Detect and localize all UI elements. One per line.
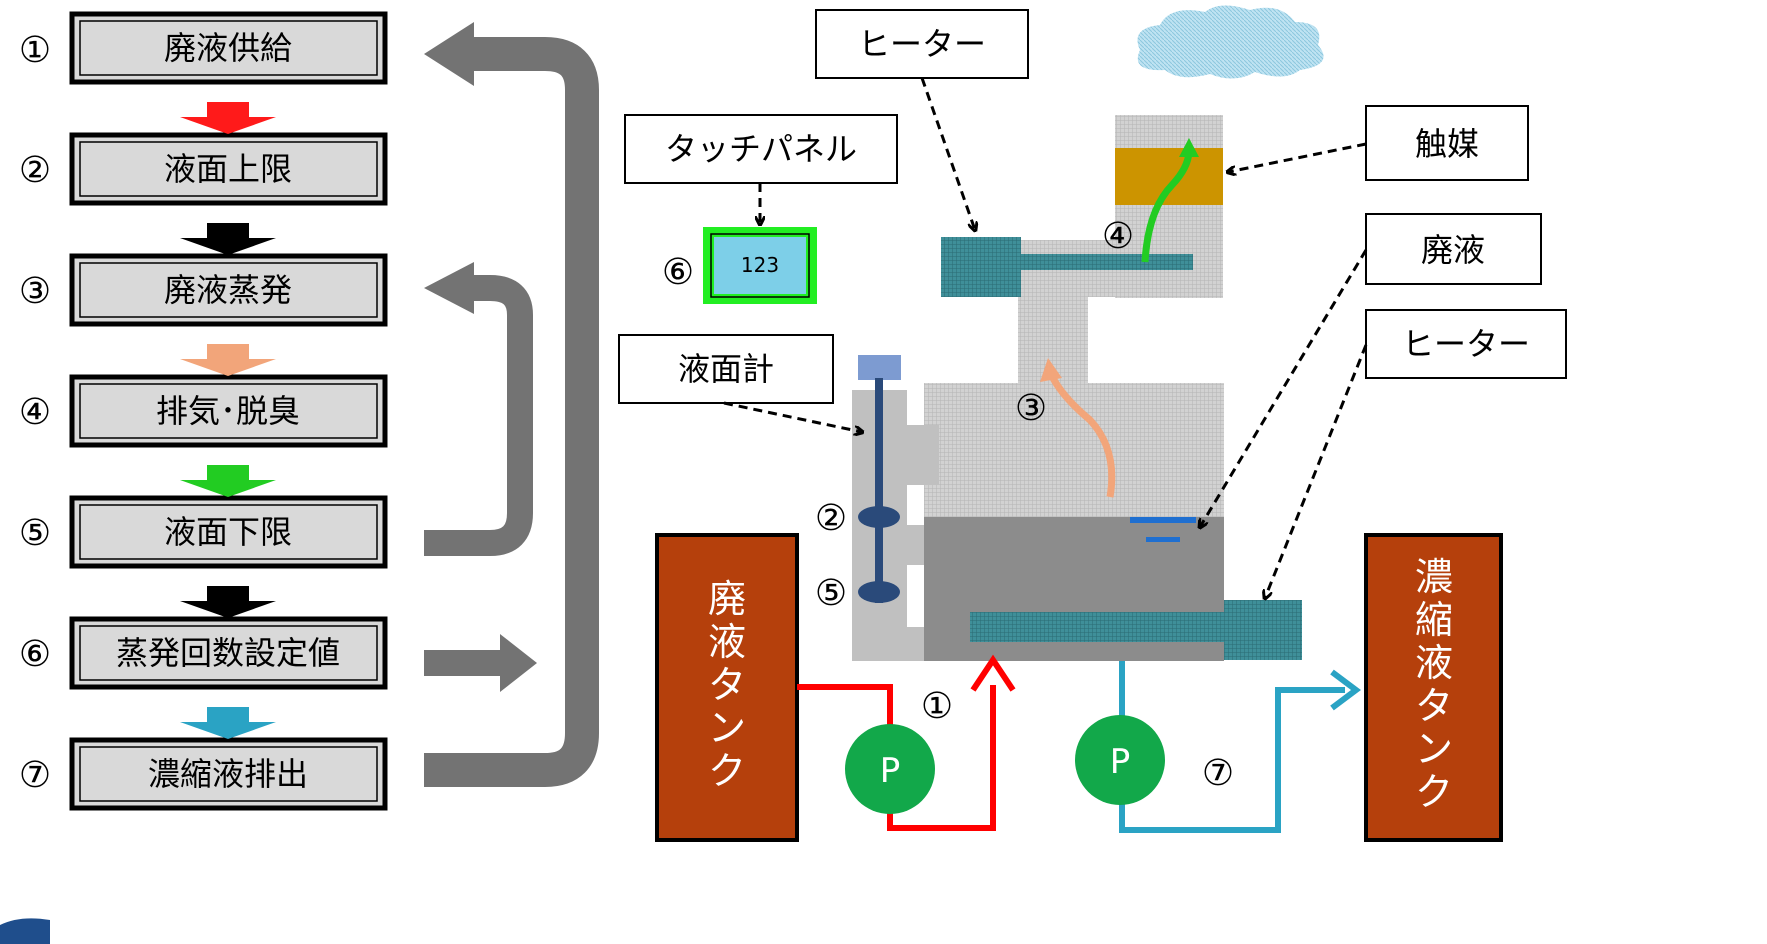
step-4-label: 排気･脱臭: [156, 392, 300, 430]
step-2-number: ②: [19, 150, 51, 191]
touch-panel: 123: [703, 227, 817, 304]
step-7: ⑦ 濃縮液排出: [19, 737, 388, 811]
equipment-diagram: 廃 液 タ ン ク 濃 縮 液 タ ン ク P P: [618, 5, 1567, 842]
svg-text:ン: ン: [1415, 727, 1453, 771]
leader-catalyst: [1228, 142, 1367, 172]
leader-heater-bottom: [1265, 344, 1368, 598]
step-5: ⑤ 液面下限: [19, 495, 388, 569]
step-2-label: 液面上限: [164, 150, 292, 188]
step-6: ⑥ 蒸発回数設定値: [19, 616, 388, 690]
supply-pump: P: [845, 724, 935, 814]
callout-catalyst: 触媒: [1365, 105, 1529, 181]
step-6-right-arrow: [424, 634, 537, 692]
step-arrow-5: [180, 586, 276, 618]
callout-level-meter: 液面計: [618, 334, 834, 404]
step-3-number: ③: [19, 271, 51, 312]
callout-waste-liquid-label: 廃液: [1421, 231, 1485, 269]
loop-arrow-outer-head: [424, 22, 474, 86]
exhaust-cloud: [1137, 5, 1324, 79]
callout-heater-bottom-label: ヒーター: [1402, 325, 1530, 363]
step-1-number: ①: [19, 30, 51, 71]
step-arrow-1: [180, 102, 276, 134]
marker-3: ③: [1015, 388, 1047, 429]
lower-heater-block: [1224, 600, 1302, 660]
step-6-number: ⑥: [19, 634, 51, 675]
step-3: ③ 廃液蒸発: [19, 253, 388, 327]
svg-text:タ: タ: [1415, 684, 1453, 728]
concentrate-tank: [1364, 533, 1503, 842]
loop-arrow-inner: [424, 275, 533, 556]
loop-arrow-outer: [424, 37, 599, 787]
step-arrow-2: [180, 223, 276, 255]
svg-text:ク: ク: [1415, 770, 1453, 814]
process-step-list: ① 廃液供給 ② 液面上限 ③ 廃液蒸発 ④ 排気･脱臭 ⑤ 液面下限: [19, 11, 599, 811]
step-4: ④ 排気･脱臭: [19, 374, 388, 448]
step-7-label: 濃縮液排出: [148, 755, 308, 793]
touch-panel-value: 123: [741, 253, 779, 277]
upper-heater-block: [941, 237, 1021, 297]
callout-touch-panel: タッチパネル: [624, 114, 898, 184]
liquid-surface-mark: [1130, 517, 1196, 523]
leader-level-meter: [723, 401, 862, 432]
svg-text:縮: 縮: [1415, 598, 1453, 642]
step-3-label: 廃液蒸発: [164, 271, 292, 309]
supply-pipe-head: [970, 654, 1016, 692]
level-float-upper: [858, 506, 900, 528]
step-1: ① 廃液供給: [19, 11, 388, 85]
callout-touch-panel-label: タッチパネル: [665, 130, 857, 168]
marker-7: ⑦: [1202, 753, 1234, 794]
callout-level-meter-label: 液面計: [678, 350, 774, 388]
step-6-label: 蒸発回数設定値: [116, 634, 340, 672]
step-arrow-6: [180, 707, 276, 739]
callout-catalyst-label: 触媒: [1415, 125, 1479, 163]
vapor-arrow: [1046, 370, 1116, 498]
callout-heater-bottom: ヒーター: [1365, 309, 1567, 379]
svg-text:ン: ン: [708, 706, 746, 750]
callout-waste-liquid: 廃液: [1365, 213, 1542, 285]
step-arrow-4: [180, 465, 276, 497]
step-arrow-3: [180, 344, 276, 376]
step-4-number: ④: [19, 392, 51, 433]
waste-tank: [655, 533, 799, 842]
discharge-pipe-head: [1330, 669, 1361, 711]
level-meter-cap: [858, 355, 901, 380]
marker-4: ④: [1102, 216, 1134, 257]
level-meter-rod: [875, 378, 883, 603]
supply-pipe: [797, 684, 996, 831]
supply-pump-label: P: [880, 751, 901, 791]
catalyst-block: [1115, 148, 1223, 205]
svg-text:液: 液: [1415, 641, 1453, 685]
step-7-number: ⑦: [19, 755, 51, 796]
callout-heater-top: ヒーター: [815, 9, 1029, 79]
level-float-lower: [858, 581, 900, 603]
marker-6: ⑥: [662, 252, 694, 293]
step-1-label: 廃液供給: [164, 29, 292, 67]
lower-heater-rod: [970, 612, 1224, 642]
marker-2: ②: [815, 498, 847, 539]
upper-heater-rod: [1018, 254, 1193, 270]
svg-text:液: 液: [708, 620, 746, 664]
step-2: ② 液面上限: [19, 132, 388, 206]
svg-text:廃: 廃: [708, 577, 746, 621]
step-5-label: 液面下限: [164, 513, 292, 551]
callout-heater-top-label: ヒーター: [858, 25, 986, 63]
loop-arrow-inner-head: [424, 262, 474, 314]
exhaust-arrow: [1141, 151, 1193, 263]
marker-1: ①: [921, 686, 953, 727]
discharge-pump-label: P: [1110, 742, 1131, 782]
leader-waste-liquid: [1200, 249, 1368, 527]
exhaust-stack: [1115, 115, 1223, 298]
concentrate-tank-label: 濃 縮 液 タ ン ク: [1415, 555, 1453, 814]
marker-5: ⑤: [815, 573, 847, 614]
svg-text:ク: ク: [708, 749, 746, 793]
svg-text:濃: 濃: [1415, 555, 1453, 599]
discharge-pump: P: [1075, 715, 1165, 805]
svg-text:タ: タ: [708, 663, 746, 707]
leader-heater-top: [920, 77, 975, 230]
step-5-number: ⑤: [19, 513, 51, 554]
corner-decoration: [0, 918, 50, 944]
waste-tank-label: 廃 液 タ ン ク: [708, 577, 746, 793]
